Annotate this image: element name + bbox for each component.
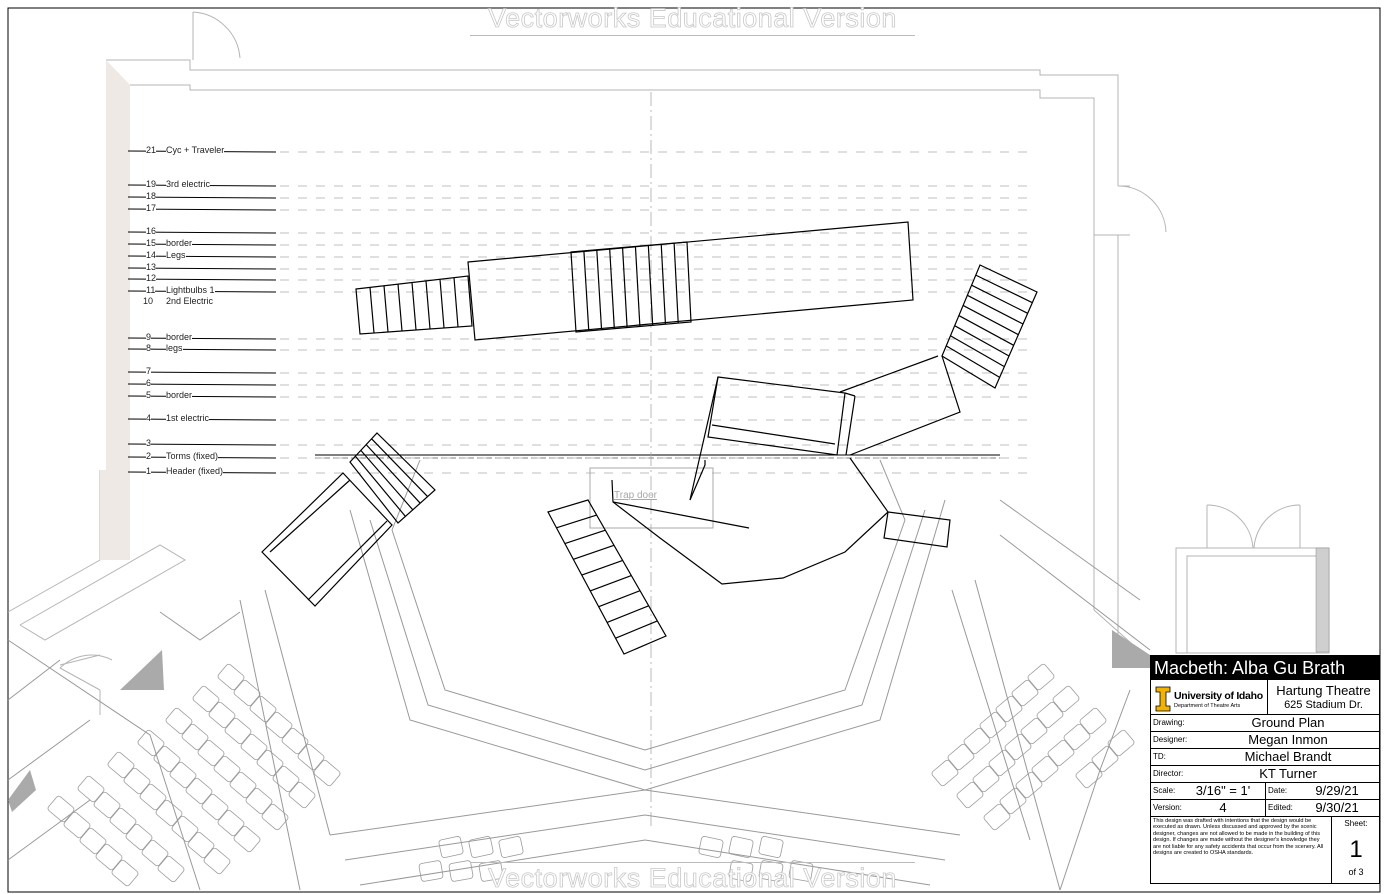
lineset-21-label: Cyc + Traveler: [166, 145, 225, 155]
lineset-8-label: legs: [166, 343, 183, 353]
lineset-10-number: 10: [143, 296, 154, 306]
designer-row: Designer: Megan Inmon: [1151, 731, 1379, 749]
lineset-11-label: Lightbulbs 1: [166, 285, 215, 295]
sheet-number: 1: [1349, 836, 1363, 863]
trap-door: [589, 467, 714, 529]
drawing-label: Drawing:: [1153, 718, 1185, 727]
watermark-top: Vectorworks Educational Version: [470, 3, 915, 36]
scenery: [261, 221, 1038, 655]
lineset-19-number: 19: [146, 179, 157, 189]
lineset-5-number: 5: [146, 390, 152, 400]
lineset-16-number: 16: [146, 226, 157, 236]
lineset-18-number: 18: [146, 191, 157, 201]
lineset-15-number: 15: [146, 238, 157, 248]
lineset-21-number: 21: [146, 145, 157, 155]
wall-hatch-left: [100, 60, 130, 560]
scale-value: 3/16" = 1': [1195, 783, 1251, 798]
lineset-dashes: [127, 150, 1028, 474]
lineset-14-label: Legs: [166, 250, 186, 260]
lineset-2-label: Torms (fixed): [166, 451, 219, 461]
department-name: Department of Theatre Arts: [1174, 703, 1241, 709]
lineset-11-number: 11: [146, 285, 156, 295]
date-label: Date:: [1268, 786, 1288, 795]
lineset-3-number: 3: [146, 438, 152, 448]
scale-label: Scale:: [1153, 786, 1176, 795]
wall-hatch-corner-left: [120, 650, 164, 690]
lineset-9-number: 9: [146, 332, 152, 342]
lineset-4-label: 1st electric: [166, 413, 210, 423]
watermark-bottom: Vectorworks Educational Version: [470, 862, 915, 894]
university-name: University of Idaho: [1174, 690, 1263, 702]
drawing-row: Drawing: Ground Plan: [1151, 714, 1379, 732]
sheet-total: of 3: [1348, 867, 1364, 877]
theatre-address: 625 Stadium Dr.: [1284, 699, 1363, 711]
theatre-name: Hartung Theatre: [1276, 683, 1371, 698]
title-block: Macbeth: Alba Gu Brath University of Ida…: [1150, 655, 1380, 884]
lineset-10-label: 2nd Electric: [166, 296, 214, 306]
lineset-15-label: border: [166, 238, 193, 248]
td-label: TD:: [1153, 752, 1166, 761]
lineset-6-number: 6: [146, 378, 152, 388]
lineset-12-number: 12: [146, 273, 157, 283]
sheet-label: Sheet:: [1344, 819, 1368, 828]
lineset-8-number: 8: [146, 343, 152, 353]
university-logo: University of Idaho Department of Theatr…: [1153, 684, 1267, 712]
organization-row: University of Idaho Department of Theatr…: [1151, 680, 1379, 715]
version-label: Version:: [1153, 803, 1182, 812]
lineset-1-number: 1: [146, 466, 152, 476]
director-label: Director:: [1153, 769, 1184, 778]
designer-label: Designer:: [1153, 735, 1188, 744]
wall-hatch-corner-right: [1112, 630, 1150, 668]
auditorium-seating: [47, 663, 1135, 887]
date-value: 9/29/21: [1315, 783, 1359, 798]
edited-label: Edited:: [1268, 803, 1293, 812]
lineset-19-label: 3rd electric: [166, 179, 211, 189]
thrust-stage-outline: [7, 459, 1151, 891]
td-row: TD: Michael Brandt: [1151, 748, 1379, 766]
trap-door-label: Trap door: [614, 490, 657, 501]
drawing-value: Ground Plan: [1251, 715, 1325, 730]
university-i-icon: [1155, 686, 1171, 712]
director-value: KT Turner: [1259, 766, 1317, 781]
lineset-13-number: 13: [146, 262, 157, 272]
wall-hatch-right: [1315, 547, 1330, 653]
lineset-17-number: 17: [146, 203, 157, 213]
version-edited-row: Version: 4 Edited: 9/30/21: [1151, 799, 1379, 817]
lineset-1-label: Header (fixed): [166, 466, 224, 476]
production-title: Macbeth: Alba Gu Brath: [1151, 656, 1379, 680]
lineset-5-label: border: [166, 390, 193, 400]
drawing-border: [7, 7, 1381, 893]
designer-value: Megan Inmon: [1248, 732, 1328, 747]
lineset-14-number: 14: [146, 250, 157, 260]
lineset-2-number: 2: [146, 451, 152, 461]
td-value: Michael Brandt: [1244, 749, 1332, 764]
sheet-box: Sheet: 1 of 3: [1331, 816, 1380, 883]
design-disclaimer: This design was drafted with intentions …: [1153, 818, 1324, 857]
edited-value: 9/30/21: [1315, 800, 1359, 815]
director-row: Director: KT Turner: [1151, 765, 1379, 783]
lineset-4-number: 4: [146, 413, 152, 423]
theatre-walls: [7, 11, 1330, 715]
lineset-9-label: border: [166, 332, 193, 342]
lineset-7-number: 7: [146, 366, 152, 376]
version-value: 4: [1219, 800, 1227, 815]
wall-hatch-bottom-left: [8, 770, 36, 812]
scale-date-row: Scale: 3/16" = 1' Date: 9/29/21: [1151, 782, 1379, 800]
